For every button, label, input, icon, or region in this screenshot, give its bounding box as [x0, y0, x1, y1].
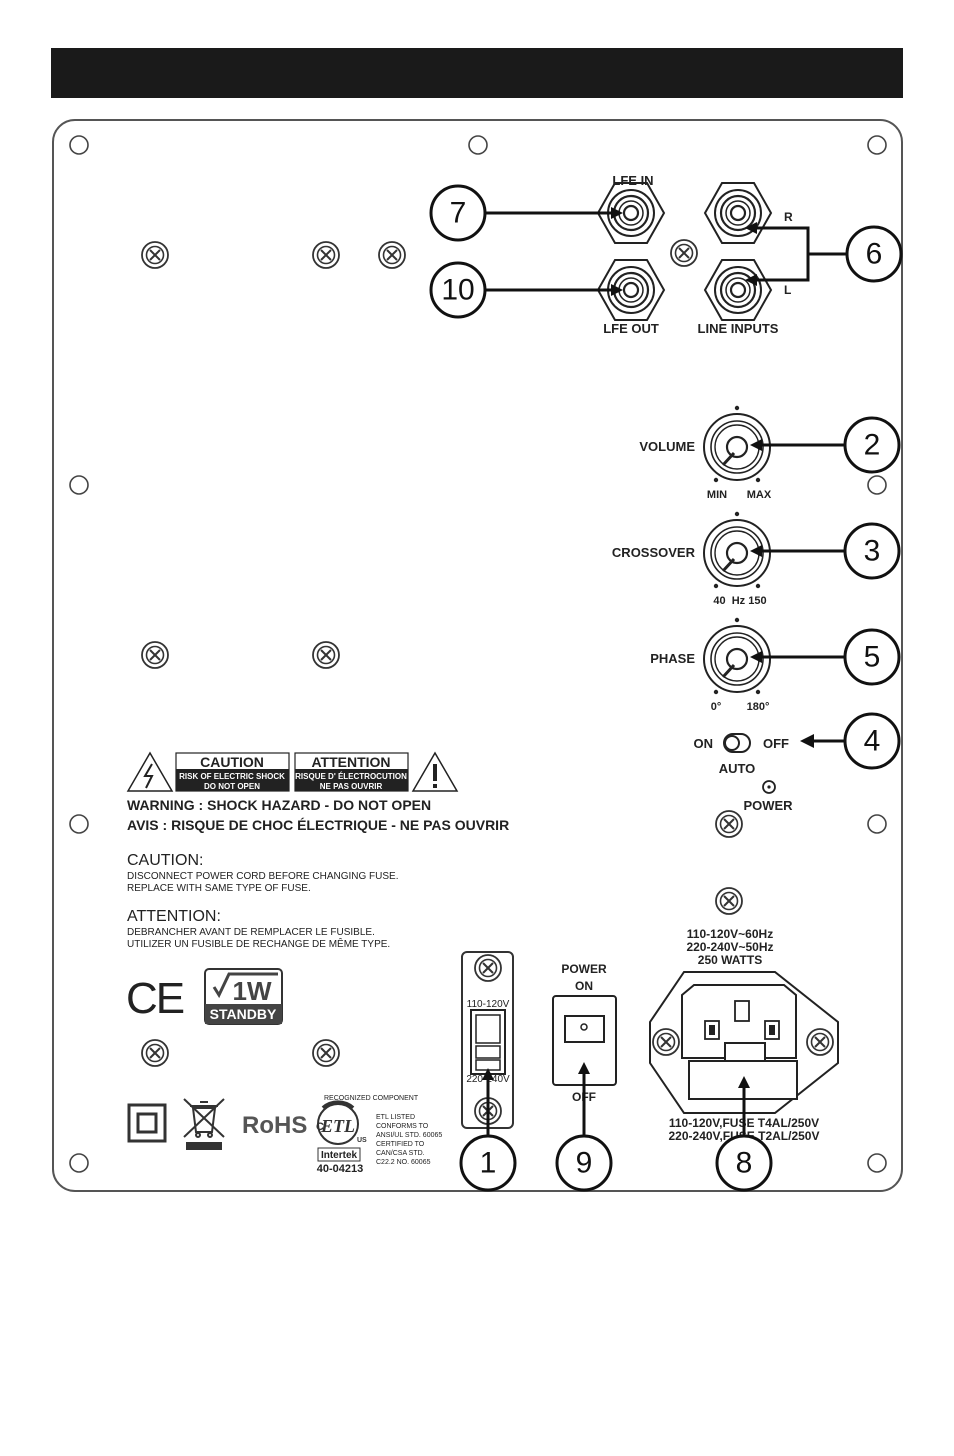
- shock-warning-triangle-icon: [126, 751, 174, 792]
- intertek-number: 40-04213: [317, 1163, 364, 1175]
- power-switch-title: POWER: [561, 962, 607, 976]
- attention-heading: ATTENTION:: [127, 908, 221, 925]
- exclamation-triangle-icon: [411, 751, 459, 792]
- attention-box-sub1: RISQUE D' ÉLECTROCUTION: [295, 772, 407, 781]
- caution-line1: DISCONNECT POWER CORD BEFORE CHANGING FU…: [127, 871, 399, 882]
- etl-line-4: CERTIFIED TO: [376, 1141, 425, 1148]
- power-led-label: POWER: [743, 798, 793, 813]
- switch-on-label: ON: [694, 736, 714, 751]
- iec-power-inlet: [649, 971, 839, 1114]
- phase-min-label: 0°: [711, 701, 722, 713]
- callout-2: 2: [864, 429, 881, 462]
- volume-min-label: MIN: [707, 489, 727, 501]
- crossover-label: CROSSOVER: [612, 545, 696, 560]
- callout-5: 5: [864, 641, 881, 674]
- callout-1: 1: [480, 1147, 497, 1180]
- etl-line-2: CONFORMS TO: [376, 1123, 429, 1130]
- weee-bin-icon: [183, 1098, 225, 1138]
- callout-3: 3: [864, 535, 881, 568]
- callout-7: 7: [450, 197, 467, 230]
- callout-10: 10: [441, 274, 474, 307]
- etl-logo-icon: [317, 1100, 359, 1145]
- callout-6: 6: [866, 238, 883, 271]
- caution-heading: CAUTION:: [127, 852, 203, 869]
- caution-box-sub1: RISK OF ELECTRIC SHOCK: [179, 772, 285, 781]
- ce-mark-icon: CE: [126, 974, 184, 1023]
- attention-box-sub2: NE PAS OUVRIR: [320, 782, 383, 791]
- power-rocker-switch: [552, 995, 617, 1086]
- standby-label: STANDBY: [210, 1006, 277, 1022]
- caution-box-title: CAUTION: [200, 754, 264, 770]
- intertek-label: Intertek: [321, 1150, 358, 1161]
- power-spec-2: 220-240V~50Hz: [686, 940, 773, 954]
- line-input-r-label: R: [784, 210, 793, 224]
- etl-line-5: CAN/CSA STD.: [376, 1150, 425, 1157]
- caution-line2: REPLACE WITH SAME TYPE OF FUSE.: [127, 883, 311, 894]
- lfe-in-label: LFE IN: [612, 173, 653, 188]
- power-spec-1: 110-120V~60Hz: [687, 927, 773, 941]
- caution-box-sub2: DO NOT OPEN: [204, 782, 260, 791]
- power-led: [762, 780, 776, 794]
- switch-auto-label: AUTO: [719, 761, 756, 776]
- attention-line2: UTILIZER UN FUSIBLE DE RECHANGE DE MÊME …: [127, 937, 390, 950]
- line-inputs-label: LINE INPUTS: [698, 321, 779, 336]
- etl-listed-arc: LISTED: [331, 1106, 345, 1111]
- etl-c: C: [316, 1121, 324, 1133]
- warning-en: WARNING : SHOCK HAZARD - DO NOT OPEN: [127, 797, 431, 813]
- phase-label: PHASE: [650, 651, 695, 666]
- leader-lines: [486, 211, 848, 1137]
- rohs-label: RoHS: [242, 1112, 307, 1139]
- attention-line1: DEBRANCHER AVANT DE REMPLACER LE FUSIBLE…: [127, 927, 375, 938]
- switch-off-label: OFF: [763, 736, 789, 751]
- callout-8: 8: [736, 1147, 753, 1180]
- volume-max-label: MAX: [747, 489, 772, 501]
- attention-box-title: ATTENTION: [311, 754, 390, 770]
- etl-us: US: [357, 1137, 367, 1144]
- panel-outline: [52, 119, 903, 1192]
- volume-label: VOLUME: [639, 439, 695, 454]
- etl-mark: ETL: [320, 1116, 355, 1136]
- callout-9: 9: [576, 1147, 593, 1180]
- arrowheads: [482, 207, 814, 1088]
- knob-dots: [713, 405, 761, 695]
- callout-circles: [429, 184, 903, 1192]
- double-insulation-icon: [127, 1103, 167, 1143]
- voltage-high-label: 110-120V: [467, 999, 510, 1010]
- etl-line-3: ANSI/UL STD. 60065: [376, 1132, 442, 1139]
- crossover-scale-label: 40 Hz 150: [713, 595, 766, 607]
- power-switch-on-label: ON: [575, 979, 593, 993]
- callout-4: 4: [864, 725, 881, 758]
- standby-badge: [204, 968, 283, 1025]
- lfe-out-label: LFE OUT: [603, 321, 659, 336]
- etl-line-6: C22.2 NO. 60065: [376, 1159, 431, 1166]
- line-input-l-label: L: [784, 283, 791, 297]
- weee-bar: [186, 1142, 222, 1150]
- recognized-component: RECOGNIZED COMPONENT: [324, 1095, 419, 1102]
- voltage-selector-switch: [470, 1009, 506, 1075]
- standby-power-label: 1W: [233, 976, 272, 1006]
- etl-line-1: ETL LISTED: [376, 1114, 415, 1121]
- power-spec-3: 250 WATTS: [698, 953, 762, 967]
- warning-fr: AVIS : RISQUE DE CHOC ÉLECTRIQUE - NE PA…: [127, 817, 509, 833]
- header-bar: [51, 48, 903, 98]
- phase-max-label: 180°: [747, 701, 770, 713]
- auto-switch: [723, 733, 751, 753]
